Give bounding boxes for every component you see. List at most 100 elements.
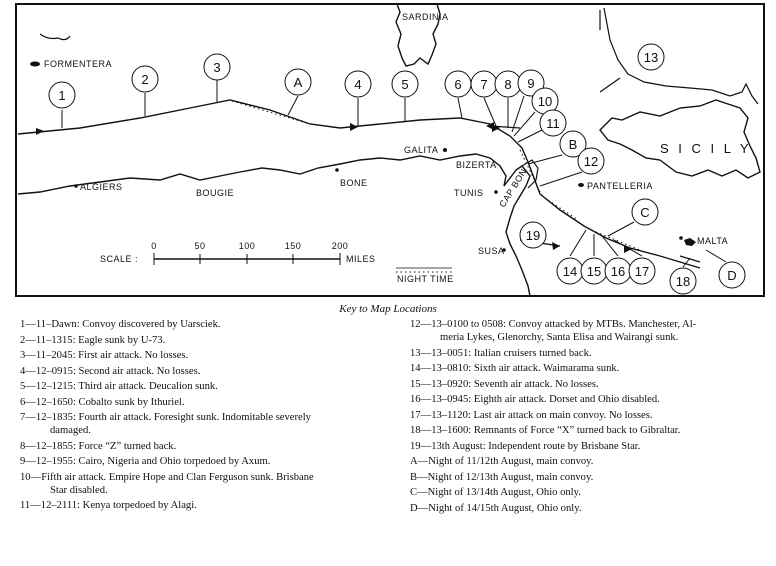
marker-9: 9 — [511, 69, 545, 133]
label-galita: GALITA — [404, 145, 438, 155]
marker-13: 13 — [637, 43, 665, 71]
route-arrow — [36, 128, 44, 135]
sicily-landmass — [599, 99, 761, 179]
scale-tick-label: 100 — [239, 241, 256, 251]
svg-text:9: 9 — [527, 76, 534, 91]
svg-text:13: 13 — [644, 50, 658, 65]
key-entry-kD: D—Night of 14/15th August, Ohio only. — [410, 502, 770, 515]
marker-3: 3 — [203, 53, 231, 102]
key-entry-k16: 16—13–0945: Eighth air attack. Dorset an… — [410, 393, 770, 406]
north-africa-coast — [17, 153, 531, 297]
scale-tick-label: 50 — [194, 241, 205, 251]
marker-15: 15 — [580, 234, 608, 285]
svg-text:10: 10 — [538, 94, 552, 109]
marker-d: D — [705, 249, 746, 289]
key-entry-k4: 4—12–0915: Second air attack. No losses. — [20, 365, 398, 378]
label-algiers: ALGIERS — [80, 182, 123, 192]
marker-16: 16 — [601, 235, 632, 285]
key-entry-k13: 13—13–0051: Italian cruisers turned back… — [410, 347, 770, 360]
night-hatching-c — [595, 231, 641, 251]
key-entry-k15: 15—13–0920: Seventh air attack. No losse… — [410, 378, 770, 391]
marker-18: 18 — [669, 257, 697, 295]
marker-8: 8 — [494, 70, 522, 128]
key-entry-kC: C—Night of 13/14th August, Ohio only. — [410, 486, 770, 499]
svg-text:NIGHT TIME: NIGHT TIME — [397, 274, 454, 284]
label-susa: SUSA — [478, 246, 505, 256]
svg-text:16: 16 — [611, 264, 625, 279]
svg-text:C: C — [640, 205, 649, 220]
key-entry-k10: 10—Fifth air attack. Empire Hope and Cla… — [20, 471, 398, 497]
scale-tick-label: 0 — [151, 241, 157, 251]
pantelleria-island — [578, 183, 584, 187]
marker-5: 5 — [391, 70, 419, 121]
key-entry-line: meria Lykes, Glenorchy, Santa Elisa and … — [440, 332, 679, 344]
algiers-dot — [74, 184, 78, 188]
key-entry-k7: 7—12–1835: Fourth air attack. Foresight … — [20, 411, 398, 437]
svg-text:15: 15 — [587, 264, 601, 279]
svg-text:D: D — [727, 268, 736, 283]
map-frame — [15, 3, 765, 297]
svg-text:4: 4 — [354, 77, 361, 92]
gozo-island — [679, 236, 683, 240]
route-arrow — [552, 242, 560, 250]
label-sicily: S I C I L Y — [660, 141, 752, 156]
key-entry-line: 4—12–0915: Second air attack. No losses. — [20, 365, 201, 377]
label-pantelleria: PANTELLERIA — [587, 181, 653, 191]
key-entry-line: 18—13–1600: Remnants of Force “X” turned… — [410, 425, 681, 437]
convoy-route-line — [17, 99, 701, 269]
key-entry-line: 13—13–0051: Italian cruisers turned back… — [410, 347, 592, 359]
key-entry-line: D—Night of 14/15th August, Ohio only. — [410, 502, 582, 514]
marker-b: B — [527, 130, 587, 165]
formentera-island — [30, 61, 40, 67]
key-entry-line: A—Night of 11/12th August, main convoy. — [410, 456, 594, 468]
svg-text:SCALE :: SCALE : — [100, 254, 138, 264]
marker-4: 4 — [344, 70, 372, 126]
scale-tick-label: 200 — [332, 241, 349, 251]
key-entry-line: 11—12–2111: Kenya torpedoed by Alagi. — [20, 500, 197, 512]
key-entry-kB: B—Night of 12/13th August, main convoy. — [410, 471, 770, 484]
key-entry-line: 15—13–0920: Seventh air attack. No losse… — [410, 378, 599, 390]
label-tunis: TUNIS — [454, 188, 484, 198]
svg-text:6: 6 — [454, 77, 461, 92]
key-entry-line: Star disabled. — [50, 484, 108, 496]
key-entry-line: 1—11–Dawn: Convoy discovered by Uarsciek… — [20, 319, 221, 330]
svg-text:2: 2 — [141, 72, 148, 87]
convoy-route-map: 1 2 3 A 4 5 6 7 8 9 10 11 B 12 13 C 19 1… — [15, 3, 765, 297]
marker-11: 11 — [517, 109, 567, 143]
key-entry-line: 6—12–1650: Cobalto sunk by Ithuriel. — [20, 396, 185, 408]
svg-text:B: B — [569, 137, 578, 152]
key-entry-k5: 5—12–1215: Third air attack. Deucalion s… — [20, 380, 398, 393]
key-entry-line: 5—12–1215: Third air attack. Deucalion s… — [20, 381, 218, 392]
key-entry-k14: 14—13–0810: Sixth air attack. Waimarama … — [410, 362, 770, 375]
svg-text:11: 11 — [546, 116, 560, 131]
key-entry-line: 10—Fifth air attack. Empire Hope and Cla… — [20, 471, 314, 483]
marker-6: 6 — [444, 70, 472, 119]
key-entry-k2: 2—11–1315: Eagle sunk by U-73. — [20, 334, 398, 347]
svg-text:1: 1 — [58, 88, 65, 103]
key-entry-line: 14—13–0810: Sixth air attack. Waimarama … — [410, 363, 620, 375]
svg-text:3: 3 — [213, 60, 220, 75]
route-13-line — [599, 77, 621, 93]
marker-10: 10 — [513, 87, 559, 137]
night-hatching-b — [519, 149, 579, 221]
route-arrow — [350, 123, 358, 131]
galita-island — [443, 148, 447, 152]
scale-bar: SCALE : 0 50 100 150 200 MILES — [100, 241, 375, 265]
key-entry-line: 7—12–1835: Fourth air attack. Foresight … — [20, 412, 311, 423]
key-entry-line: 17—13–1120: Last air attack on main conv… — [410, 409, 653, 421]
label-bizerta: BIZERTA — [456, 160, 497, 170]
key-column-right: 12—13–0100 to 0508: Convoy attacked by M… — [410, 318, 770, 517]
sardinia-landmass — [395, 3, 441, 67]
key-entry-k9: 9—12–1955: Cairo, Nigeria and Ohio torpe… — [20, 455, 398, 468]
svg-text:18: 18 — [676, 274, 690, 289]
svg-text:17: 17 — [635, 264, 649, 279]
key-entry-k12: 12—13–0100 to 0508: Convoy attacked by M… — [410, 318, 770, 344]
route-18-line — [679, 255, 701, 263]
key-entry-line: 16—13–0945: Eighth air attack. Dorset an… — [410, 394, 660, 406]
scale-tick-label: 150 — [285, 241, 302, 251]
key-entry-line: 8—12–1855: Force “Z” turned back. — [20, 440, 177, 452]
key-entry-line: damaged. — [50, 425, 91, 437]
key-entry-line: 3—11–2045: First air attack. No losses. — [20, 350, 189, 361]
key-column-left: 1—11–Dawn: Convoy discovered by Uarsciek… — [20, 318, 398, 515]
label-bone: BONE — [340, 178, 368, 188]
